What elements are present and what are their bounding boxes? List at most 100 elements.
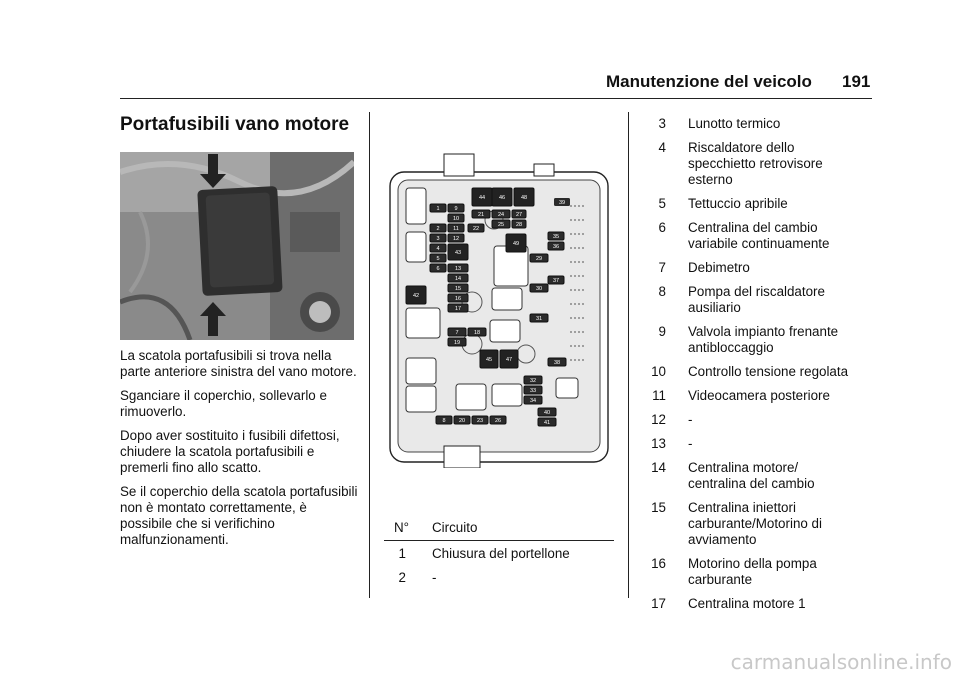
left-column: Portafusibili vano motore [120, 110, 356, 340]
fuse-slot [491, 219, 511, 229]
circuit-number: 7 [658, 260, 666, 275]
fuse-slot [547, 357, 567, 367]
circuit-item: 13- [640, 436, 870, 452]
column-divider-1 [369, 112, 370, 598]
circuit-description-line: antibloccaggio [688, 340, 774, 355]
fuse-slot [523, 395, 543, 405]
page-number: 191 [842, 72, 871, 91]
circuit-description-line: Centralina motore 1 [688, 596, 806, 611]
fuse-label: 1 [436, 206, 439, 212]
fuse-slot [447, 233, 465, 243]
circuit-description: Centralina motore 1 [688, 596, 870, 612]
circuit-number: 9 [658, 324, 666, 339]
relay-slot [555, 377, 579, 399]
fuse-slot [491, 209, 511, 219]
fuse-label: 7 [455, 330, 458, 336]
relay-slot [405, 187, 427, 225]
relay-slot [405, 307, 441, 339]
circuit-number: 17 [651, 596, 666, 611]
fuse-slot [467, 327, 487, 337]
circuit-description-line: Debimetro [688, 260, 750, 275]
paragraph-close-box: Dopo aver sostituito i fusibili difettos… [120, 428, 340, 475]
circuit-number: 16 [651, 556, 666, 571]
circuit-description-line: Centralina iniettori [688, 500, 796, 515]
circuit-description: Controllo tensione regolata [688, 364, 870, 380]
fuse-label: 10 [453, 216, 459, 222]
fuse-label: 45 [486, 357, 492, 363]
circuit-number: 3 [658, 116, 666, 131]
fuse-label: 42 [413, 293, 419, 299]
fuse-slot [447, 337, 467, 347]
circuit-description-line: Controllo tensione regolata [688, 364, 849, 379]
fuse-slot [429, 253, 447, 263]
fuse-slot [554, 198, 570, 206]
fuse-label: 49 [513, 241, 519, 247]
fuse-slot [447, 243, 469, 261]
circuit-number: 15 [651, 500, 666, 515]
circuit-item: 12- [640, 412, 870, 428]
circuit-description: Debimetro [688, 260, 870, 276]
circuit-description-line: carburante [688, 572, 753, 587]
fuse-slot [529, 283, 549, 293]
circuit-description-line: - [688, 436, 693, 451]
circuit-description-line: Motorino della pompa [688, 556, 817, 571]
circuit-description: - [688, 412, 870, 428]
fuse-label: 31 [536, 316, 542, 322]
paragraph-warning: Se il coperchio della scatola portafusib… [120, 484, 358, 547]
circuit-description-line: ausiliario [688, 300, 741, 315]
fuse-slot [523, 375, 543, 385]
fuse-slot [447, 223, 465, 233]
fuse-label: 47 [506, 357, 512, 363]
fuse-slot [523, 385, 543, 395]
fuse-label: 21 [478, 212, 484, 218]
circuit-number: 14 [651, 460, 666, 475]
circuit-description-line: centralina del cambio [688, 476, 815, 491]
fuse-label: 14 [455, 276, 461, 282]
circuit-description: Lunotto termico [688, 116, 870, 132]
fuse-label: 11 [453, 226, 459, 232]
header-rule [120, 98, 872, 99]
fuse-slot [511, 209, 527, 219]
column-divider-2 [628, 112, 629, 598]
fuse-slot [447, 283, 469, 293]
fuse-label: 37 [553, 278, 559, 284]
circuit-description-line: Centralina motore/ [688, 460, 799, 475]
fuse-slot [405, 285, 427, 305]
fuse-slot [491, 187, 513, 207]
fuse-slot [529, 253, 549, 263]
circuit-description-line: Tettuccio apribile [688, 196, 788, 211]
fuse-label: 32 [530, 378, 536, 384]
fuse-slot [505, 233, 527, 253]
fuse-label: 33 [530, 388, 536, 394]
fuse-label: 46 [499, 195, 505, 201]
relay-slot [491, 383, 523, 407]
table-header-circuit: Circuito [432, 520, 478, 535]
fuse-slot [447, 303, 469, 313]
fuse-label: 6 [436, 266, 439, 272]
fuse-slot [471, 415, 489, 425]
paragraph-remove-cover: Sganciare il coperchio, sollevarlo e rim… [120, 388, 327, 419]
relay-slot [405, 231, 427, 263]
circuit-description: Videocamera posteriore [688, 388, 870, 404]
fuse-slot [429, 203, 447, 213]
fuse-slot [547, 241, 565, 251]
fuse-label: 12 [453, 236, 459, 242]
fuse-label: 17 [455, 306, 461, 312]
fuse-label: 19 [454, 340, 460, 346]
circuit-description-line: specchietto retrovisore esterno [688, 156, 823, 187]
circuit-item: 3 Lunotto termico [640, 116, 870, 132]
fuse-label: 36 [553, 244, 559, 250]
circuit-number: 4 [658, 140, 666, 155]
fuse-slot [447, 213, 465, 223]
